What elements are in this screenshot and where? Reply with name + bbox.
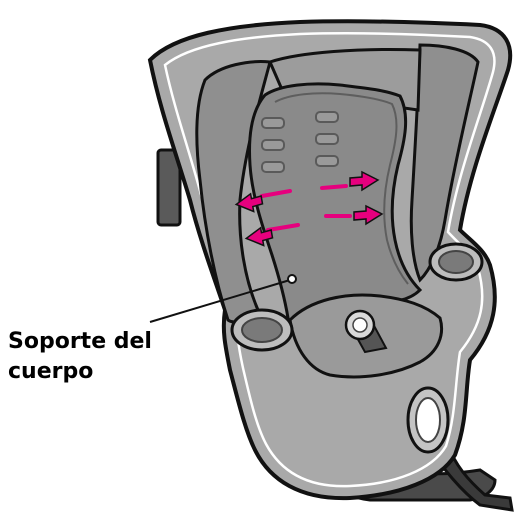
label-line-1: Soporte del (8, 327, 152, 357)
label-line-2: cuerpo (8, 357, 152, 387)
body-support-label: Soporte del cuerpo (8, 327, 152, 387)
cupholder-icon (430, 244, 482, 280)
recline-handle (408, 388, 448, 452)
cupholder-icon (232, 310, 292, 350)
